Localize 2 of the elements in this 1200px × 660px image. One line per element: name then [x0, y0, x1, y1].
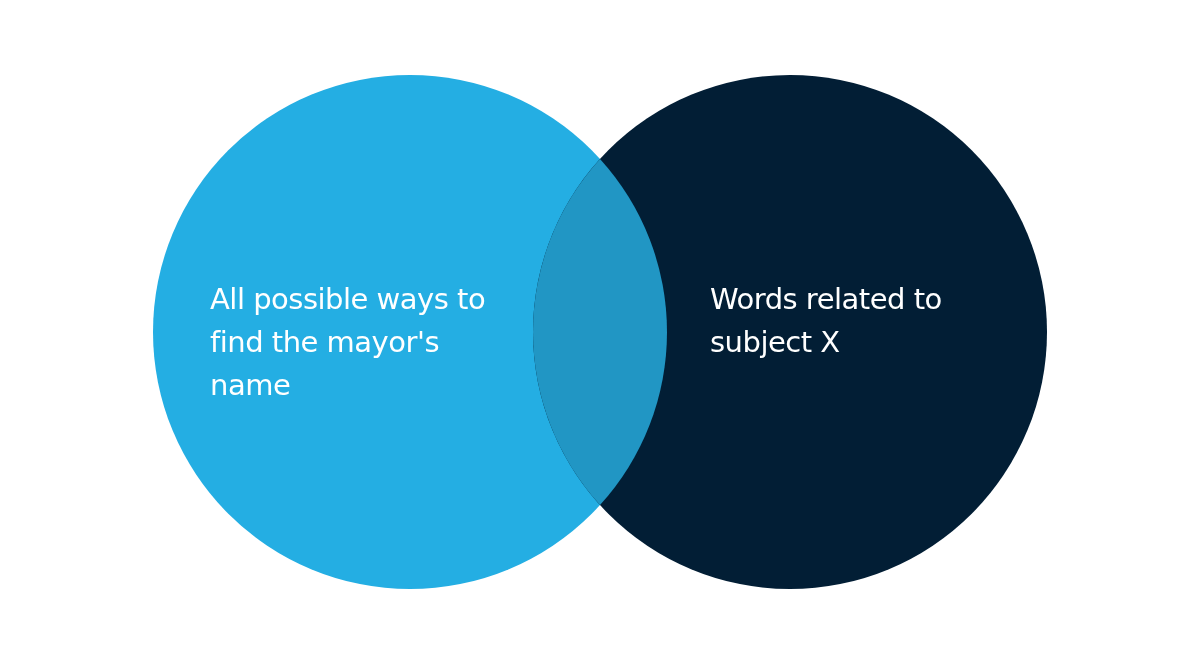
circle-label: Words related to subject X — [710, 278, 970, 364]
circle-label: All possible ways to find the mayor's name — [210, 278, 510, 407]
